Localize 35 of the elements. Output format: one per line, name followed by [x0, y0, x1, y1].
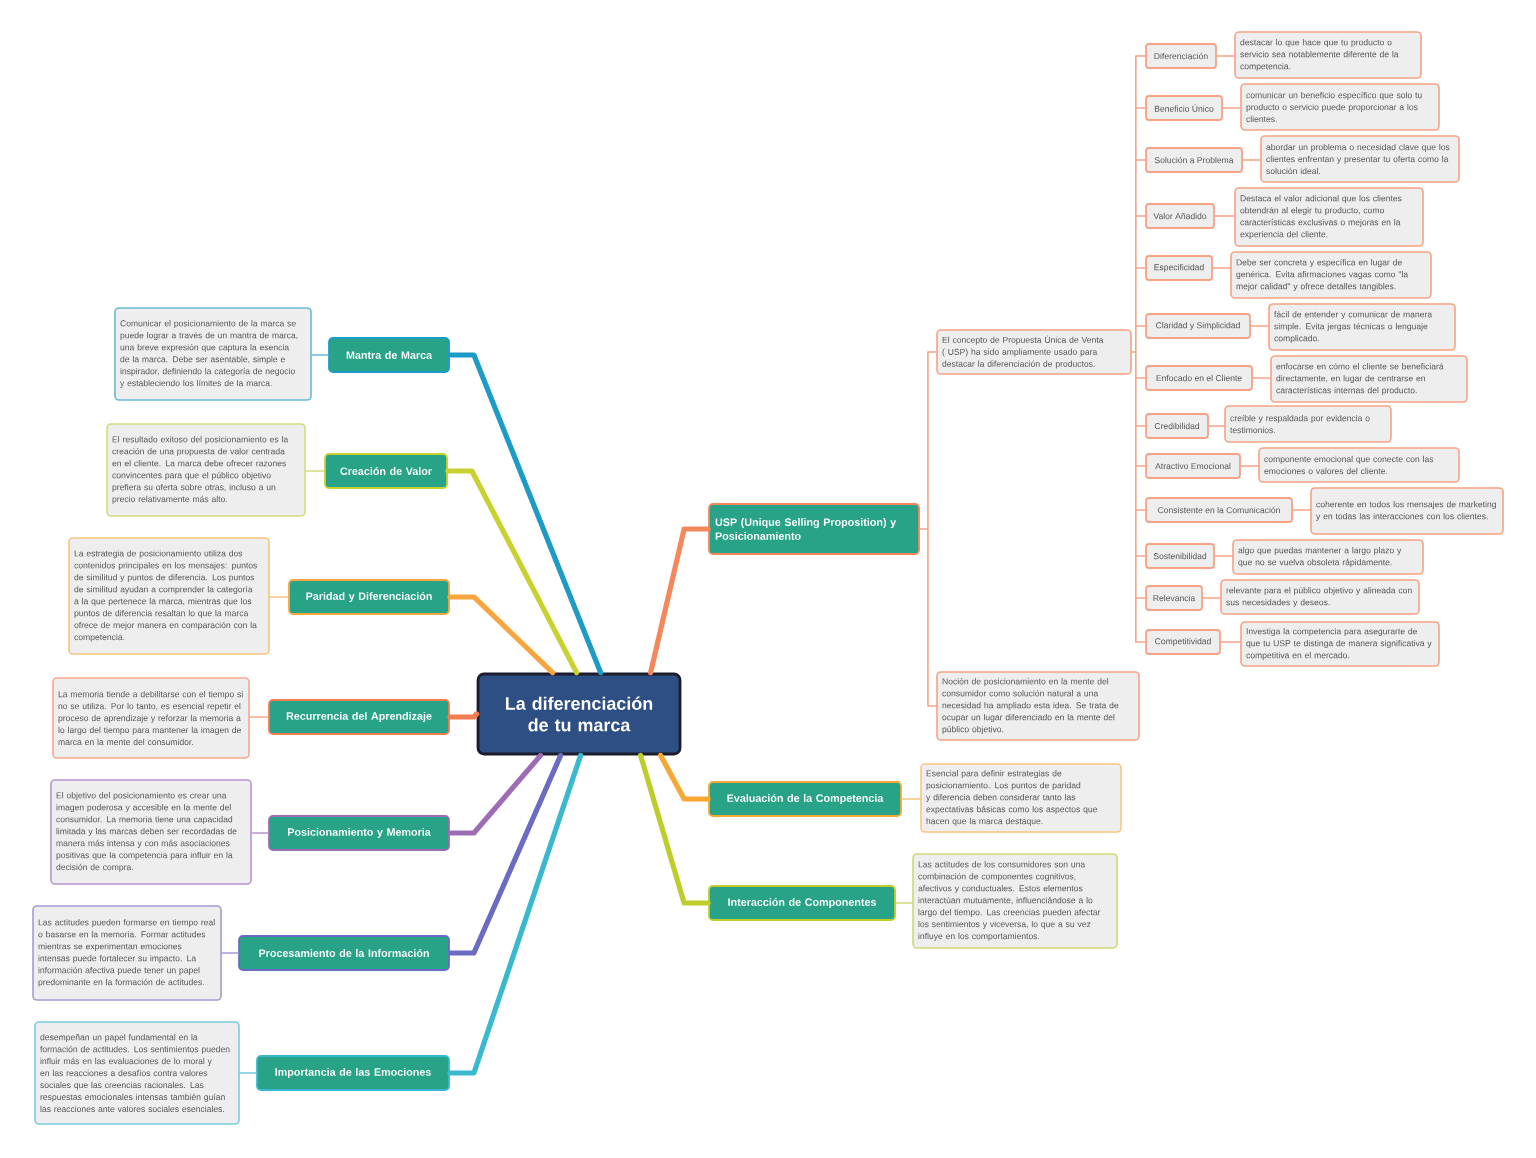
connector-line — [269, 596, 289, 598]
connector-line — [1220, 641, 1241, 643]
connector-line — [1240, 465, 1259, 467]
connector-line — [1212, 267, 1231, 269]
connector-line — [1222, 107, 1241, 109]
connector-line — [1214, 555, 1233, 557]
connector-line — [1250, 325, 1269, 327]
branch-line — [648, 526, 711, 676]
connector-line — [221, 952, 239, 954]
connector-line — [901, 798, 921, 800]
branch-line — [447, 594, 556, 676]
branch-line — [447, 752, 584, 1076]
connector-line — [305, 470, 325, 472]
connector-line — [251, 832, 269, 834]
connector-line — [895, 902, 913, 904]
branch-line — [658, 752, 711, 802]
connector-line — [1131, 55, 1146, 643]
branch-line — [447, 711, 480, 720]
connector-line — [311, 354, 329, 356]
central-topic-box: La diferenciación de tu marca — [476, 672, 682, 756]
connector-line — [1216, 55, 1235, 57]
branch-line — [447, 352, 604, 676]
branch-line — [447, 752, 544, 836]
connector-line — [1214, 215, 1235, 217]
connector-line — [919, 351, 937, 707]
connector-line — [1202, 597, 1221, 599]
connector-line — [1292, 509, 1311, 511]
connector-line — [1252, 377, 1271, 379]
branch-line — [445, 468, 580, 676]
branch-line — [447, 752, 564, 956]
connector-line — [1242, 159, 1261, 161]
connector-line — [249, 716, 269, 718]
connector-line — [239, 1072, 257, 1074]
branch-line — [638, 752, 711, 906]
connector-line — [1208, 425, 1225, 427]
